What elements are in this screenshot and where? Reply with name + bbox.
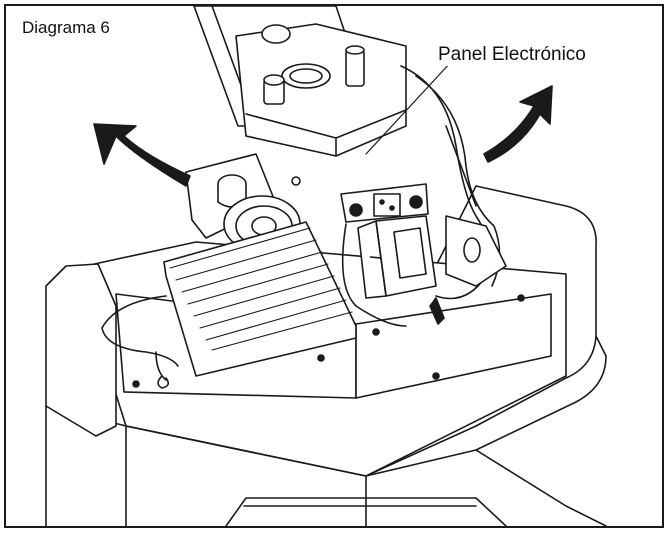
electronic-panel-box: [235, 23, 407, 157]
rotate-left-arrow: [93, 123, 191, 187]
heat-sink: [163, 221, 357, 377]
rotate-right-arrow: [483, 85, 553, 163]
diagram-title: Diagrama 6: [20, 18, 112, 38]
transformer-block: [340, 183, 445, 325]
cable-bundle: [400, 65, 501, 300]
lower-cabinet: [45, 405, 607, 526]
machine-illustration: [45, 6, 607, 526]
callout-leader: [365, 61, 452, 155]
callout-label-electronic-panel: Panel Electrónico: [436, 44, 588, 66]
wire-left: [101, 295, 179, 389]
diagram-frame: Diagrama 6 Panel Electrónico: [4, 4, 664, 528]
